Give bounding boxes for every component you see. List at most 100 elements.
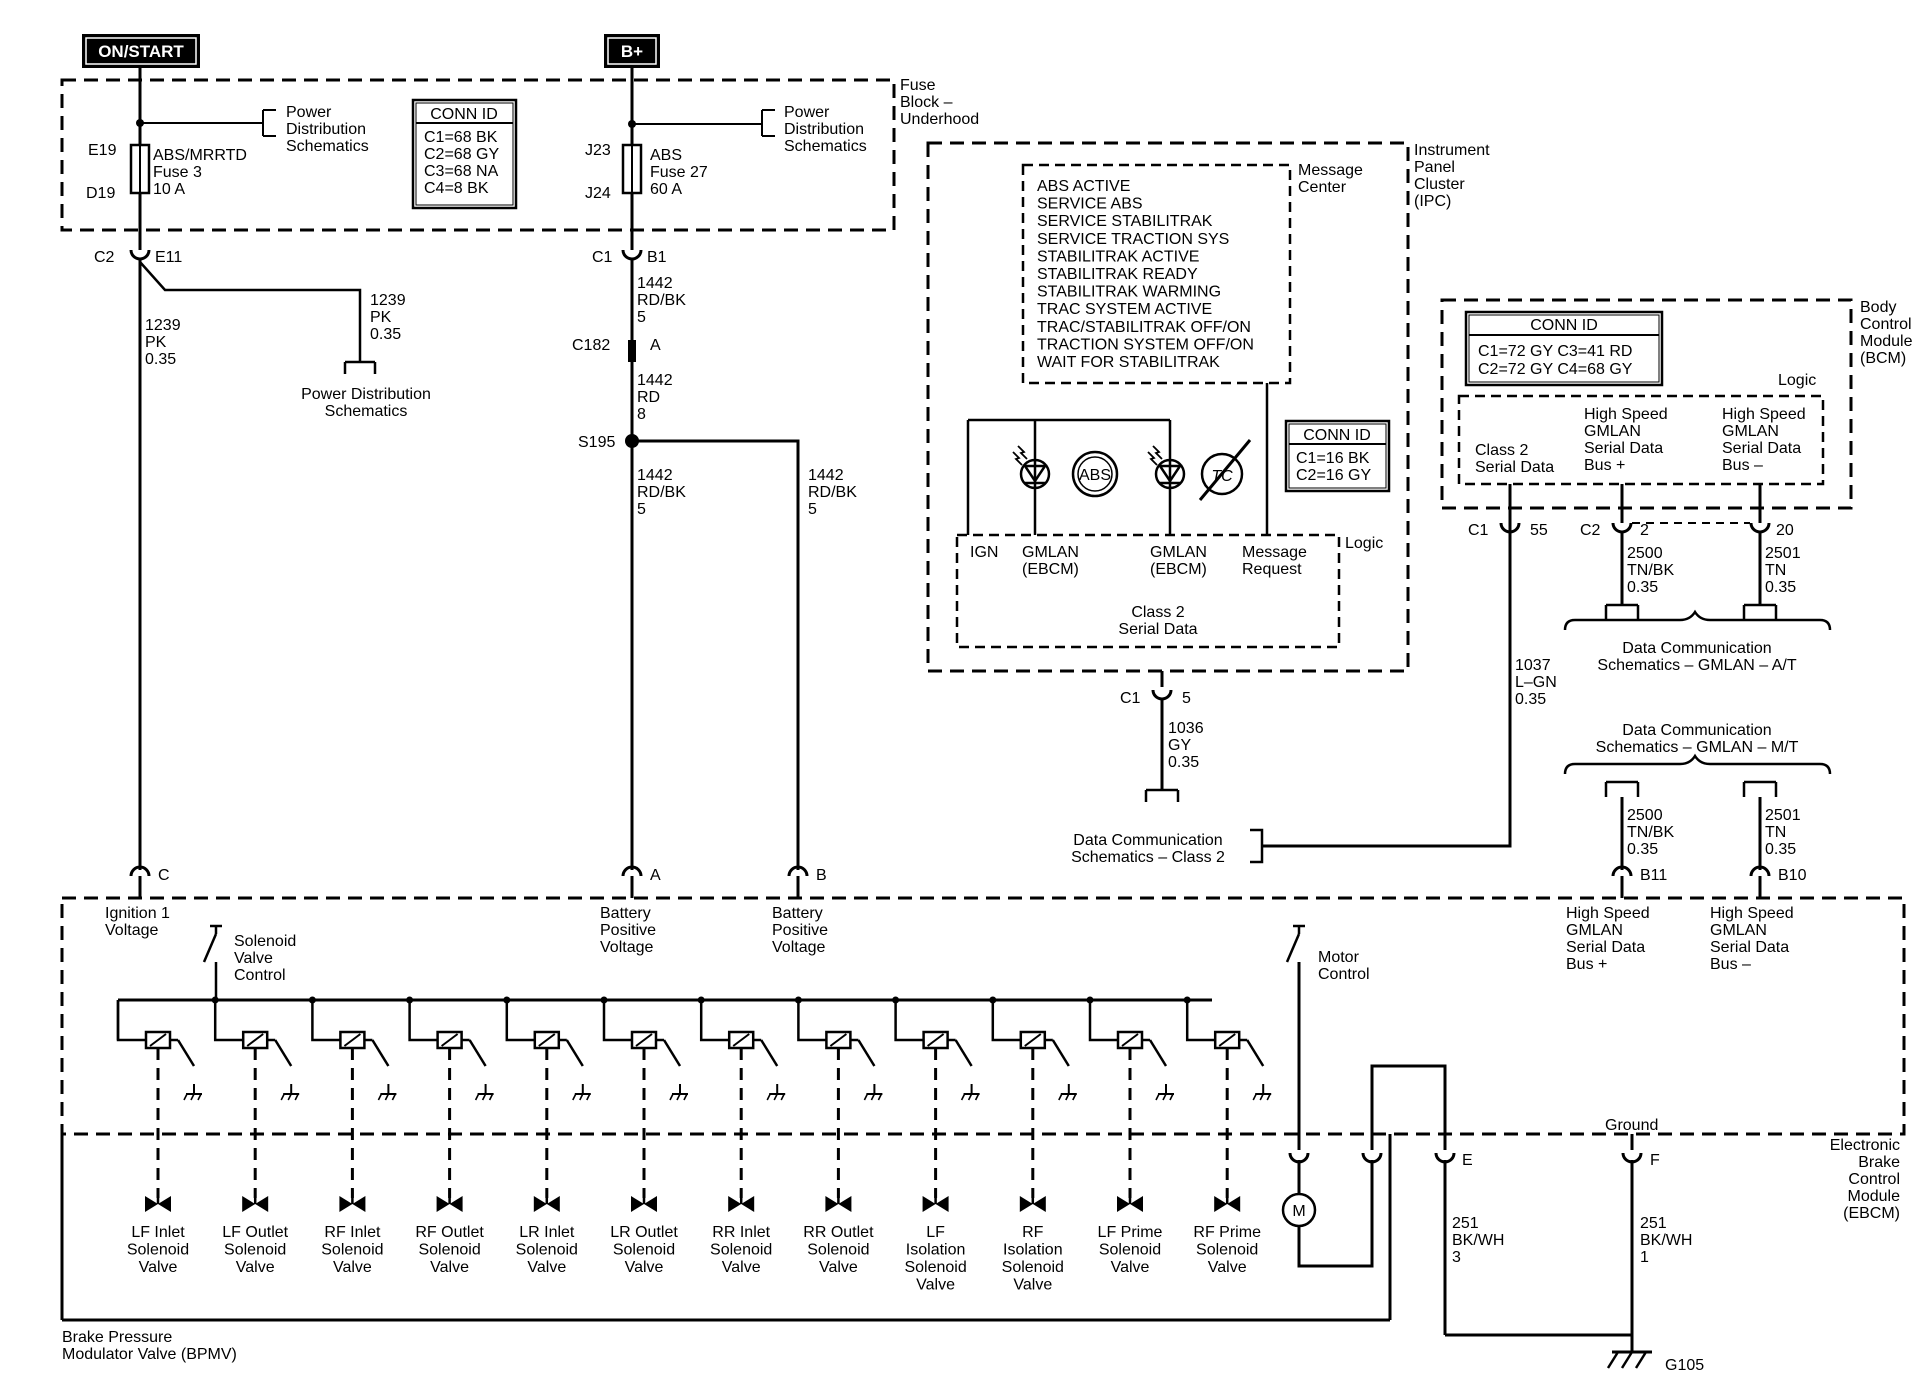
svg-text:C2=16 GY: C2=16 GY (1296, 467, 1371, 484)
valve-label: Valve (1111, 1259, 1150, 1276)
message-item: TRAC SYSTEM ACTIVE (1037, 301, 1212, 318)
svg-text:2501: 2501 (1765, 807, 1801, 824)
message-item: STABILITRAK READY (1037, 266, 1198, 283)
svg-text:Logic: Logic (1778, 372, 1816, 389)
wire-2501-top: 2501 TN 0.35 (1765, 545, 1801, 596)
svg-text:Battery: Battery (600, 905, 651, 922)
svg-text:Power Distribution: Power Distribution (301, 386, 431, 403)
svg-text:Fuse: Fuse (900, 77, 936, 94)
fuse-27-label: ABS Fuse 27 60 A (650, 147, 708, 198)
svg-text:J24: J24 (585, 185, 611, 202)
ground-g105-icon (1606, 1350, 1652, 1369)
svg-text:E: E (1462, 1152, 1473, 1169)
svg-text:Serial Data: Serial Data (1722, 440, 1801, 457)
valve-label: Valve (625, 1259, 664, 1276)
svg-text:G105: G105 (1665, 1357, 1704, 1374)
valve-label: Valve (139, 1259, 178, 1276)
wire-2501-bottom: 2501 TN 0.35 (1765, 807, 1801, 858)
svg-text:Module: Module (1860, 333, 1913, 350)
svg-text:Block –: Block – (900, 94, 953, 111)
on-start-label: ON/START (98, 42, 184, 61)
svg-text:Brake: Brake (1858, 1154, 1900, 1171)
svg-text:Module: Module (1848, 1188, 1901, 1205)
valve-label: Solenoid (1002, 1259, 1064, 1276)
valve-label: Valve (430, 1259, 469, 1276)
svg-text:L–GN: L–GN (1515, 674, 1557, 691)
valve-label: RR Inlet (712, 1224, 770, 1241)
svg-text:0.35: 0.35 (1765, 841, 1796, 858)
wire-1442-a: 1442 RD/BK 5 (637, 275, 686, 326)
bcm-conn-id: CONN ID C1=72 GY C3=41 RD C2=72 GY C4=68… (1464, 310, 1664, 387)
bcm-name: Body Control Module (BCM) (1860, 299, 1913, 367)
svg-text:2500: 2500 (1627, 545, 1663, 562)
svg-text:A: A (650, 867, 661, 884)
ipc-name: Instrument Panel Cluster (IPC) (1414, 142, 1490, 210)
valve-label: Solenoid (418, 1242, 480, 1259)
valve-label: RF Prime (1193, 1224, 1261, 1241)
svg-text:5: 5 (1182, 690, 1191, 707)
pd-left-text: Power Distribution Schematics (286, 104, 369, 155)
message-center-label: Message Center (1298, 162, 1363, 196)
message-item: WAIT FOR STABILITRAK (1037, 354, 1220, 371)
svg-text:High Speed: High Speed (1584, 406, 1668, 423)
svg-text:3: 3 (1452, 1249, 1461, 1266)
svg-text:Data Communication: Data Communication (1622, 722, 1771, 739)
svg-text:J23: J23 (585, 142, 611, 159)
svg-text:B11: B11 (1640, 867, 1667, 884)
svg-text:Serial Data: Serial Data (1710, 939, 1789, 956)
svg-text:S195: S195 (578, 434, 615, 451)
svg-text:Voltage: Voltage (105, 922, 158, 939)
svg-text:0.35: 0.35 (1627, 579, 1658, 596)
svg-text:PK: PK (370, 309, 392, 326)
svg-text:Solenoid: Solenoid (234, 933, 296, 950)
svg-text:GMLAN: GMLAN (1710, 922, 1767, 939)
svg-text:Message: Message (1298, 162, 1363, 179)
svg-text:D19: D19 (86, 185, 115, 202)
fuse-3-label: ABS/MRRTD Fuse 3 10 A (153, 147, 247, 198)
svg-text:Motor: Motor (1318, 949, 1360, 966)
svg-text:Power: Power (784, 104, 830, 121)
svg-text:ABS: ABS (650, 147, 682, 164)
abs-indicator-led (1012, 445, 1051, 490)
svg-text:5: 5 (637, 501, 646, 518)
wire-2500-bottom: 2500 TN/BK 0.35 (1627, 807, 1674, 858)
ipc-logic-box (955, 533, 1341, 649)
svg-text:Control: Control (1860, 316, 1912, 333)
dc-class2-text: Data Communication Schematics – Class 2 (1071, 832, 1225, 866)
traction-off-icon: TC (1198, 439, 1252, 501)
svg-text:2500: 2500 (1627, 807, 1663, 824)
svg-text:BK/WH: BK/WH (1640, 1232, 1692, 1249)
svg-text:Power: Power (286, 104, 332, 121)
svg-text:(BCM): (BCM) (1860, 350, 1906, 367)
svg-text:Serial Data: Serial Data (1118, 621, 1197, 638)
valve-label: LF Outlet (222, 1224, 288, 1241)
svg-text:A: A (650, 337, 661, 354)
svg-text:10 A: 10 A (153, 181, 185, 198)
svg-text:Control: Control (234, 967, 286, 984)
svg-text:Serial Data: Serial Data (1475, 459, 1554, 476)
svg-text:Schematics: Schematics (325, 403, 408, 420)
svg-text:C1=68 BK: C1=68 BK (424, 129, 498, 146)
valve-label: Solenoid (516, 1242, 578, 1259)
wire-1442-c: 1442 RD/BK 5 (808, 467, 857, 518)
svg-text:Schematics – GMLAN – M/T: Schematics – GMLAN – M/T (1596, 739, 1799, 756)
svg-text:M: M (1292, 1203, 1305, 1220)
b-plus-source: B+ (604, 34, 660, 68)
svg-text:Fuse 3: Fuse 3 (153, 164, 202, 181)
svg-text:1239: 1239 (370, 292, 406, 309)
valve-label: RF (1022, 1224, 1044, 1241)
valve-label: Isolation (906, 1242, 966, 1259)
svg-text:Class 2: Class 2 (1131, 604, 1184, 621)
pd-right-text: Power Distribution Schematics (784, 104, 867, 155)
wire-251-e: 251 BK/WH 3 (1452, 1215, 1504, 1266)
valve-label: Solenoid (321, 1242, 383, 1259)
svg-text:Voltage: Voltage (600, 939, 653, 956)
svg-text:Voltage: Voltage (772, 939, 825, 956)
abs-icon: ABS (1071, 450, 1119, 498)
